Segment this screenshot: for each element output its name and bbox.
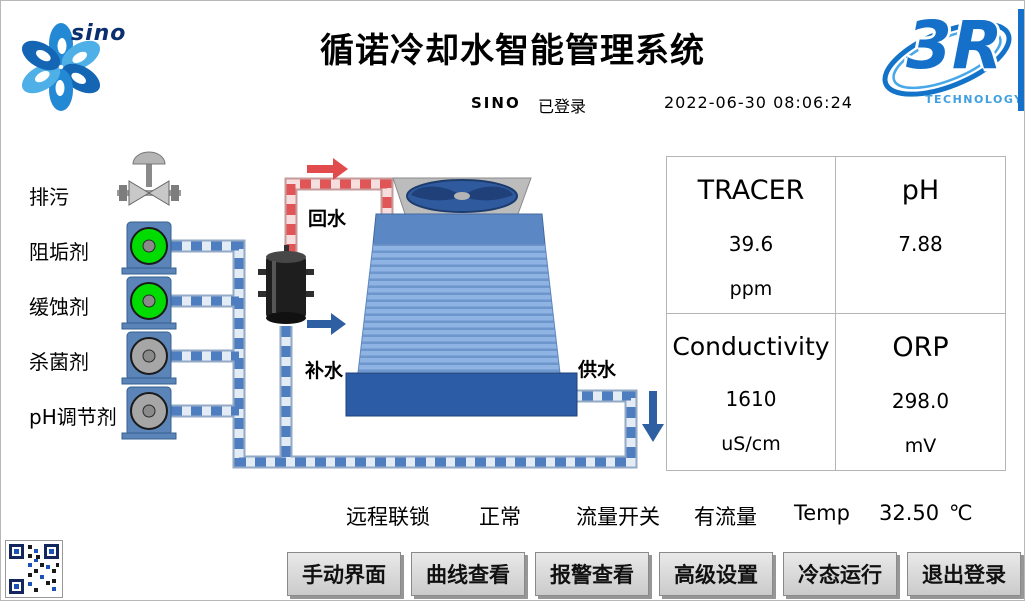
fan-icon [406, 179, 518, 213]
makeup-flow-arrow-icon [307, 313, 346, 335]
alarm-view-button[interactable]: 报警查看 [535, 552, 649, 596]
pump-ph-adjuster [121, 386, 177, 440]
logout-button[interactable]: 退出登录 [907, 552, 1021, 596]
curve-view-button[interactable]: 曲线查看 [411, 552, 525, 596]
measurement-cell-conductivity: Conductivity 1610 uS/cm [667, 313, 836, 470]
label-biocide: 杀菌剂 [29, 350, 89, 374]
3r-logo-subtext: TECHNOLOGY [925, 93, 1024, 106]
flow-switch-value: 有流量 [694, 505, 757, 529]
flow-switch-label: 流量开关 [576, 505, 660, 529]
sino-logo-text: sino [71, 21, 127, 46]
cold-run-button[interactable]: 冷态运行 [783, 552, 897, 596]
ph-value: 7.88 [898, 232, 943, 256]
3r-logo-bar [1018, 9, 1024, 111]
advanced-settings-button[interactable]: 高级设置 [659, 552, 773, 596]
label-scale-inhibitor: 阻垢剂 [29, 240, 89, 264]
label-blowdown: 排污 [29, 185, 69, 209]
tower-top-band [372, 213, 546, 245]
supply-flow-arrow-icon [642, 391, 664, 442]
conductivity-unit: uS/cm [721, 432, 781, 455]
measurement-cell-orp: ORP 298.0 mV [836, 314, 1005, 471]
orp-value: 298.0 [891, 388, 950, 413]
nav-button-bar: 手动界面 曲线查看 报警查看 高级设置 冷态运行 退出登录 [287, 552, 1021, 596]
label-return-water: 回水 [308, 208, 347, 230]
session-datetime: 2022-06-30 08:06:24 [664, 93, 853, 112]
water-pipes [171, 239, 638, 469]
label-supply-water: 供水 [578, 359, 617, 381]
temp-unit: ℃ [949, 501, 973, 525]
manual-screen-button[interactable]: 手动界面 [287, 552, 401, 596]
temp-label: Temp [794, 501, 850, 525]
measurement-panel: TRACER 39.6 ppm pH 7.88 Conductivity 161… [666, 156, 1006, 471]
session-user: SINO [471, 94, 521, 112]
return-water-pipe [284, 177, 394, 255]
3r-logo-text: 3R [906, 7, 1003, 84]
tower-body [357, 243, 561, 374]
pump-biocide [121, 331, 177, 385]
tracer-unit: ppm [729, 278, 773, 300]
conductivity-value: 1610 [725, 386, 777, 411]
login-status: 已登录 [538, 97, 587, 116]
conductivity-label: Conductivity [672, 331, 830, 361]
interlock-value: 正常 [479, 505, 521, 529]
orp-label: ORP [892, 331, 949, 363]
pump-scale-inhibitor [121, 221, 177, 275]
qr-finder-patterns [9, 544, 59, 594]
cooling-tower [345, 177, 578, 417]
blowdown-valve [117, 151, 181, 206]
temp-value: 32.50 [879, 501, 940, 525]
qr-modules [28, 545, 59, 592]
return-flow-arrow-icon [307, 158, 348, 180]
page-title: 循诺冷却水智能管理系统 [320, 31, 705, 71]
measurement-cell-tracer: TRACER 39.6 ppm [667, 157, 836, 314]
label-corrosion-inhibitor: 缓蚀剂 [29, 295, 89, 319]
sino-logo-icon [21, 23, 101, 111]
ph-label: pH [901, 175, 940, 206]
measurement-cell-ph: pH 7.88 [836, 157, 1005, 314]
filter-vessel [258, 245, 314, 324]
qr-code [5, 540, 63, 598]
orp-unit: mV [904, 434, 937, 457]
label-makeup-water: 补水 [305, 360, 344, 382]
label-ph-adjuster: pH调节剂 [29, 405, 117, 429]
tracer-value: 39.6 [728, 232, 774, 256]
tower-basin [345, 372, 578, 417]
interlock-label: 远程联锁 [346, 505, 430, 529]
3r-logo-swoosh-icon [882, 21, 1012, 97]
pump-corrosion-inhibitor [121, 276, 177, 330]
tracer-label: TRACER [697, 175, 805, 206]
